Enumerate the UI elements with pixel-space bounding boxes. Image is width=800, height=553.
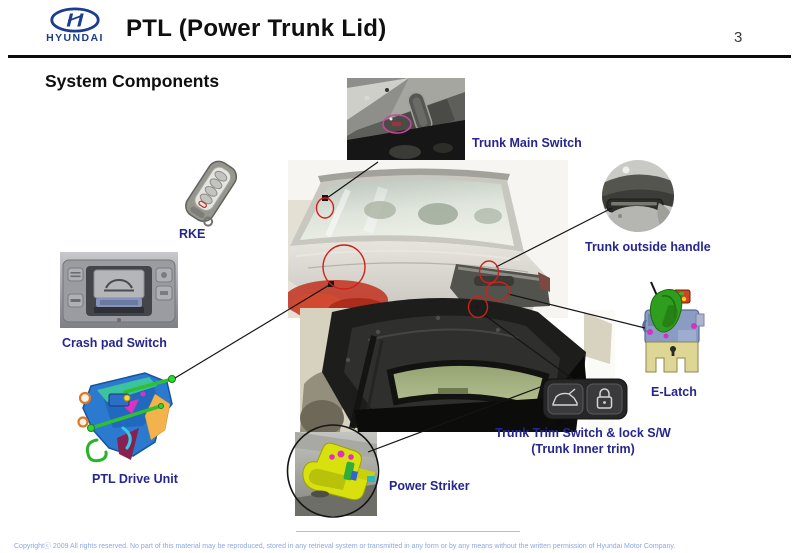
label-trunk-trim-switch-line1: Trunk Trim Switch & lock S/W: [495, 426, 671, 440]
label-ptl-drive-unit: PTL Drive Unit: [92, 472, 178, 486]
trunk-outside-handle-photo: [597, 159, 679, 233]
label-power-striker: Power Striker: [389, 479, 470, 493]
section-heading: System Components: [45, 71, 220, 91]
page-title: PTL (Power Trunk Lid): [126, 15, 387, 42]
trunk-trim-switch-image: [542, 378, 628, 420]
power-striker-photo: [289, 424, 385, 522]
switch-annotation-ellipse: [382, 114, 412, 134]
rke-key-fob-image: [181, 156, 239, 230]
footer-divider: [296, 531, 520, 532]
trunk-open-icon: [552, 388, 578, 406]
trunk-main-switch-photo: [347, 78, 465, 160]
label-trunk-main-switch: Trunk Main Switch: [472, 136, 582, 150]
label-trunk-trim-switch: Trunk Trim Switch & lock S/W (Trunk Inne…: [455, 425, 711, 457]
label-trunk-outside-handle: Trunk outside handle: [585, 240, 711, 254]
ptl-drive-unit-image: [73, 366, 183, 470]
hyundai-logo-oval: [50, 7, 100, 33]
label-e-latch: E-Latch: [651, 385, 697, 399]
label-crash-pad-switch: Crash pad Switch: [62, 336, 167, 350]
e-latch-image: [638, 280, 706, 374]
crash-pad-switch-photo: [60, 252, 178, 328]
lock-icon: [596, 388, 613, 409]
label-trunk-trim-switch-line2: (Trunk Inner trim): [531, 442, 635, 456]
page-number: 3: [734, 29, 743, 46]
label-rke: RKE: [179, 227, 206, 241]
hyundai-wordmark: HYUNDAI: [46, 32, 104, 44]
header-divider: [8, 55, 791, 58]
hyundai-logo: HYUNDAI: [42, 7, 108, 44]
copyright-notice: Copyrightⓒ 2009 All rights reserved. No …: [14, 543, 676, 550]
